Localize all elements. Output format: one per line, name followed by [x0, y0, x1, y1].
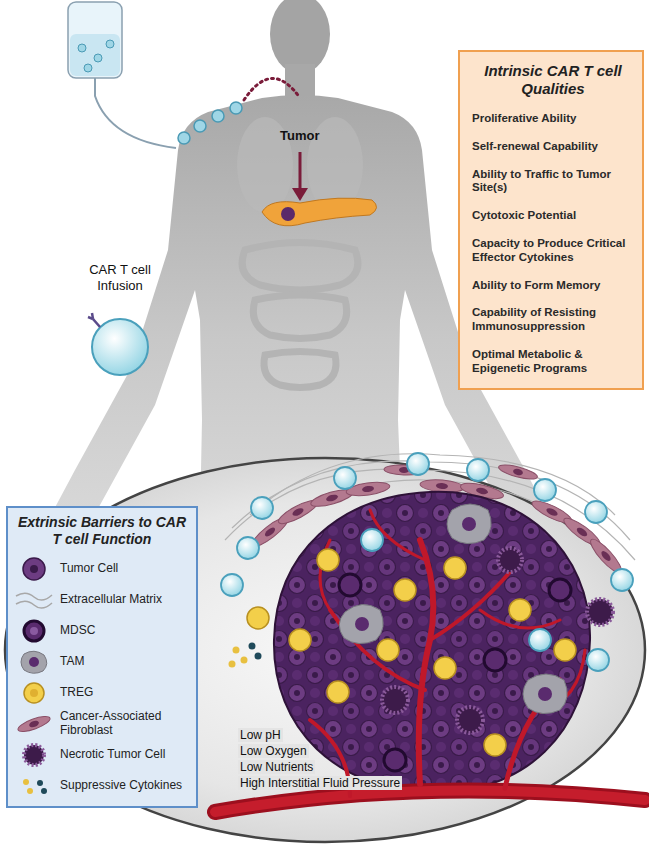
legend-icon — [14, 710, 54, 738]
suppressive-cytokines — [229, 643, 262, 668]
legend-entry: Necrotic Tumor Cell — [14, 740, 190, 771]
legend-entry: MDSC — [14, 616, 190, 647]
legend-label: Extracellular Matrix — [60, 593, 162, 607]
legend-icon — [14, 741, 54, 769]
legend-label: Tumor Cell — [60, 562, 118, 576]
car-t-cells — [221, 453, 633, 671]
organ-label: Tumor — [280, 128, 319, 144]
list-item: Self-renewal Capability — [472, 140, 634, 154]
legend-icon — [14, 617, 54, 645]
legend-label: TREG — [60, 686, 93, 700]
legend-icon — [14, 772, 54, 800]
necrotic-cells — [382, 548, 613, 733]
microenvironment-ellipse — [5, 458, 645, 842]
tumor-mass — [274, 492, 590, 792]
legend-icon — [14, 679, 54, 707]
list-item: Optimal Metabolic & Epigenetic Programs — [472, 348, 634, 376]
legend-icon — [14, 586, 54, 614]
pancreas — [262, 198, 377, 226]
legend-icon — [14, 555, 54, 583]
legend-entry: Tumor Cell — [14, 554, 190, 585]
legend-box: Extrinsic Barriers to CAR T cell Functio… — [6, 506, 198, 808]
legend-entry: Cancer-Associated Fibroblast — [14, 709, 190, 740]
treg-cells — [247, 549, 576, 756]
condition-label: Low pH — [238, 728, 283, 742]
legend-label: TAM — [60, 655, 84, 669]
legend-label: Suppressive Cytokines — [60, 779, 182, 793]
infusion-label: CAR T cell Infusion — [68, 262, 172, 293]
legend-label: Necrotic Tumor Cell — [60, 748, 165, 762]
legend-entry: Extracellular Matrix — [14, 585, 190, 616]
legend-icon — [14, 648, 54, 676]
mdsc-cells — [339, 574, 571, 771]
legend-entry: TAM — [14, 647, 190, 678]
list-item: Capability of Resisting Immunosuppressio… — [472, 306, 634, 334]
list-item: Proliferative Ability — [472, 112, 634, 126]
blood-vessels — [215, 510, 645, 812]
iv-bag — [68, 2, 176, 148]
legend-entry: Suppressive Cytokines — [14, 771, 190, 802]
list-item: Capacity to Produce Critical Effector Cy… — [472, 237, 634, 265]
box-heading: Extrinsic Barriers to CAR T cell Functio… — [14, 514, 190, 548]
list-item: Cytotoxic Potential — [472, 209, 634, 223]
legend-entry: TREG — [14, 678, 190, 709]
condition-label: Low Oxygen — [238, 744, 309, 758]
list-item: Ability to Form Memory — [472, 279, 634, 293]
legend-label: Cancer-Associated Fibroblast — [60, 710, 190, 738]
qualities-box: Intrinsic CAR T cell QualitiesProliferat… — [458, 50, 644, 390]
tams — [339, 504, 567, 714]
legend-label: MDSC — [60, 624, 95, 638]
list-item: Ability to Traffic to Tumor Site(s) — [472, 168, 634, 196]
car-t-cell-icon — [88, 313, 148, 375]
condition-label: Low Nutrients — [238, 760, 315, 774]
condition-label: High Interstitial Fluid Pressure — [238, 776, 402, 790]
box-heading: Intrinsic CAR T cell Qualities — [472, 62, 634, 98]
